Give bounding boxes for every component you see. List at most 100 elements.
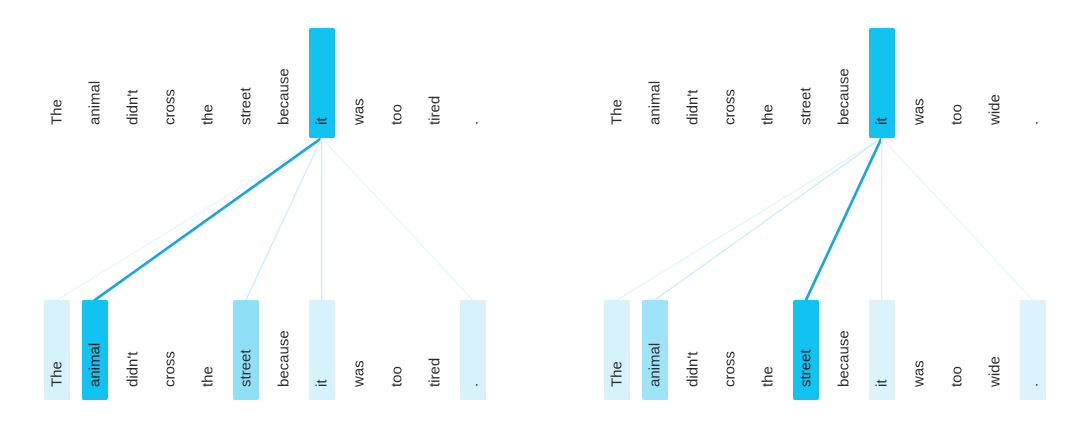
token-label-wrap: it xyxy=(869,112,895,138)
token-label-wrap: cross xyxy=(717,89,743,138)
attention-edge-animal xyxy=(93,136,323,302)
token-label: The xyxy=(48,361,66,387)
token-label: . xyxy=(464,382,482,387)
token-label-wrap: too xyxy=(944,366,970,400)
token-label: didn't xyxy=(684,351,702,387)
token-label: tired xyxy=(426,357,444,387)
token-label: street xyxy=(237,349,255,387)
token-label-wrap: was xyxy=(346,98,372,138)
token-label-wrap: . xyxy=(460,374,486,400)
token-label-wrap: because xyxy=(831,68,857,138)
attention-panel-right: The animal didn't cross the street because it wa… xyxy=(540,0,1080,426)
token-label-wrap: tired xyxy=(422,96,448,138)
token-label-wrap: it xyxy=(869,374,895,400)
token-label: tired xyxy=(426,95,444,125)
token-label: too xyxy=(948,366,966,387)
token-label: the xyxy=(199,366,217,387)
token-label-wrap: animal xyxy=(642,343,668,400)
token-label-wrap: didn't xyxy=(120,90,146,138)
token-label: the xyxy=(199,104,217,125)
attention-edge-street xyxy=(804,136,883,302)
token-label: it xyxy=(873,379,891,388)
token-label: animal xyxy=(646,80,664,125)
token-label-wrap: The xyxy=(44,99,70,138)
token-label-wrap: animal xyxy=(82,81,108,138)
token-label-wrap: it xyxy=(309,374,335,400)
token-highlight-box xyxy=(793,300,819,400)
token-label-wrap: The xyxy=(604,361,630,400)
token-label-wrap: didn't xyxy=(120,352,146,400)
attention-edge-The xyxy=(56,137,323,301)
token-label-wrap: was xyxy=(906,98,932,138)
token-label-wrap: didn't xyxy=(680,352,706,400)
token-highlight-box xyxy=(459,300,486,400)
token-label: cross xyxy=(721,89,739,125)
token-label: because xyxy=(835,330,853,387)
token-label: because xyxy=(835,68,853,125)
token-label-wrap: the xyxy=(755,104,781,138)
token-label: cross xyxy=(721,351,739,387)
token-label-wrap: cross xyxy=(717,351,743,400)
token-label: The xyxy=(608,99,626,125)
token-label: because xyxy=(275,330,293,387)
token-label-wrap: didn't xyxy=(680,90,706,138)
token-label-wrap: . xyxy=(1020,374,1046,400)
token-label: animal xyxy=(646,342,664,387)
token-label-wrap: the xyxy=(195,104,221,138)
token-label-wrap: it xyxy=(309,112,335,138)
attention-edge-street xyxy=(245,137,323,301)
token-label-wrap: the xyxy=(195,366,221,400)
token-label: . xyxy=(464,120,482,125)
attention-edge-The xyxy=(616,137,883,301)
token-label-wrap: cross xyxy=(157,89,183,138)
token-label-wrap: because xyxy=(271,68,297,138)
token-label-wrap: . xyxy=(460,112,486,138)
token-label-wrap: cross xyxy=(157,351,183,400)
token-label: street xyxy=(797,87,815,125)
token-highlight-box xyxy=(44,300,70,400)
attention-edge-animal xyxy=(654,137,883,301)
token-label-wrap: too xyxy=(384,366,410,400)
token-label-wrap: tired xyxy=(422,358,448,400)
token-label-wrap: street xyxy=(233,87,259,138)
token-highlight-box xyxy=(233,300,259,400)
token-label: cross xyxy=(161,89,179,125)
token-label: too xyxy=(948,104,966,125)
token-label-wrap: The xyxy=(44,361,70,400)
token-label-wrap: was xyxy=(346,360,372,400)
token-label-wrap: animal xyxy=(82,343,108,400)
token-highlight-box xyxy=(308,28,335,138)
token-label: it xyxy=(873,117,891,126)
token-label: because xyxy=(275,68,293,125)
token-label: The xyxy=(608,361,626,387)
token-label-wrap: street xyxy=(233,349,259,400)
token-label-wrap: wide xyxy=(982,94,1008,138)
token-label: street xyxy=(797,349,815,387)
token-label: was xyxy=(350,360,368,387)
token-label: the xyxy=(759,104,777,125)
token-label: wide xyxy=(986,356,1004,387)
token-label-wrap: wide xyxy=(982,356,1008,400)
attention-edge-. xyxy=(321,137,474,301)
token-label-wrap: too xyxy=(944,104,970,138)
token-highlight-box xyxy=(604,300,630,400)
attention-edge-. xyxy=(881,137,1034,301)
token-label: The xyxy=(48,99,66,125)
token-label: the xyxy=(759,366,777,387)
token-highlight-box xyxy=(1019,300,1046,400)
token-label-wrap: too xyxy=(384,104,410,138)
token-label: it xyxy=(313,379,331,388)
token-label: street xyxy=(237,87,255,125)
token-label: . xyxy=(1024,120,1042,125)
token-label-wrap: . xyxy=(1020,112,1046,138)
token-highlight-box xyxy=(868,28,895,138)
token-label: didn't xyxy=(684,89,702,125)
token-highlight-box xyxy=(868,300,895,400)
token-highlight-box xyxy=(308,300,335,400)
token-label: wide xyxy=(986,94,1004,125)
token-label: was xyxy=(910,98,928,125)
token-label: cross xyxy=(161,351,179,387)
token-label: too xyxy=(388,104,406,125)
